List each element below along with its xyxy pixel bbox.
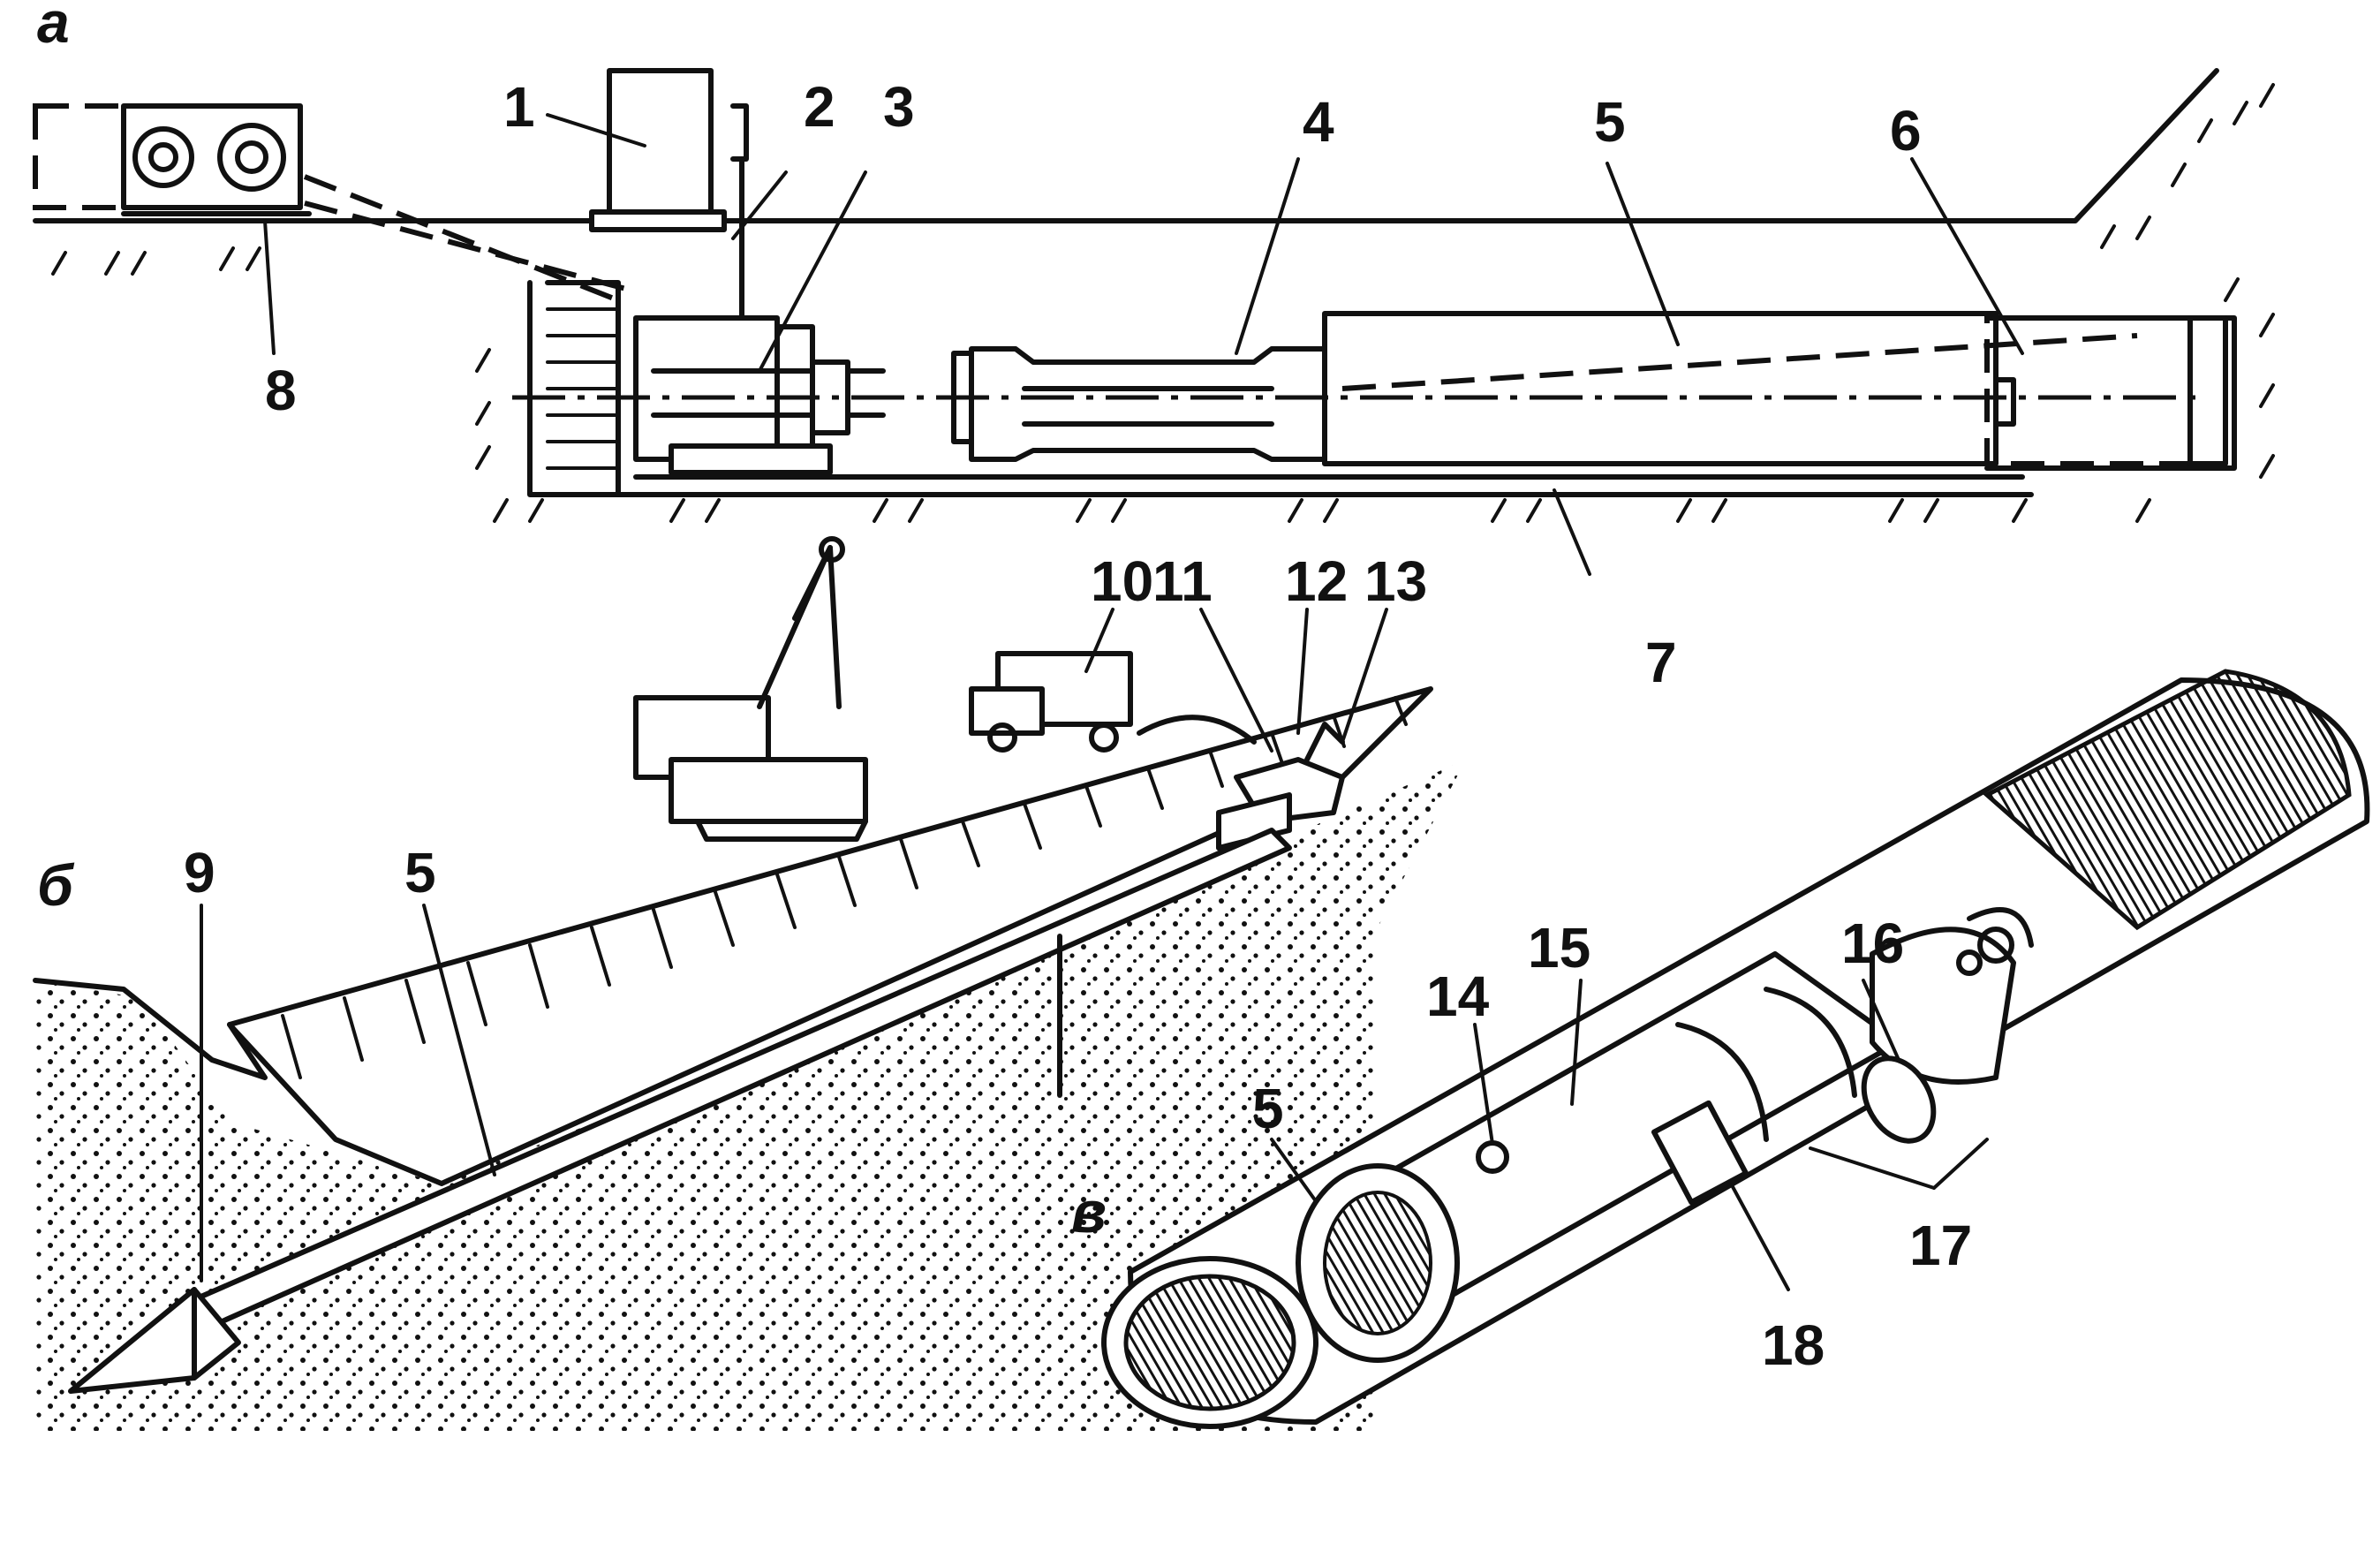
panel-b-perspective	[33, 536, 1466, 1431]
callout-1: 1	[503, 75, 535, 139]
panel-labels: а б в	[37, 0, 1107, 1244]
callout-13: 13	[1364, 549, 1427, 613]
nozzle-16	[1861, 1055, 1937, 1144]
crane-excavator	[633, 536, 868, 842]
cutting-head	[1984, 315, 2228, 466]
lining-ring	[1675, 1022, 1769, 1142]
panel-label-a: а	[37, 0, 70, 55]
winch-unit	[33, 103, 312, 216]
callout-4: 4	[1303, 90, 1334, 154]
hose-line	[1137, 715, 1257, 745]
callout-7: 7	[1645, 631, 1677, 694]
winch-cable-2	[304, 200, 637, 294]
trench-left-edge	[33, 978, 268, 1080]
pit-floor	[527, 280, 2034, 497]
slope-hachures	[281, 696, 1408, 1079]
equipment-block	[1651, 1100, 1749, 1206]
callout-10: 10	[1091, 549, 1153, 613]
panel-v-cutaway	[1101, 669, 2370, 1429]
callout-16: 16	[1841, 912, 1904, 975]
jacking-station	[633, 315, 983, 475]
ribbed-interior-far	[1983, 669, 2352, 931]
callout-12: 12	[1285, 549, 1348, 613]
lining-ring-2	[1764, 987, 1857, 1098]
callout-14: 14	[1426, 965, 1490, 1028]
pipe-axis-dashed	[1341, 333, 2138, 391]
callout-5-panel-a: 5	[1594, 90, 1626, 154]
hydraulic-jack	[969, 346, 1327, 462]
panel-v-leaders	[1270, 979, 1989, 1291]
callout-5-panel-b: 5	[404, 841, 436, 904]
trench-slope	[227, 686, 1433, 1186]
service-truck	[969, 651, 1133, 753]
callout-18: 18	[1762, 1313, 1825, 1377]
winch-cable	[303, 174, 620, 303]
panel-label-v: в	[1071, 1179, 1107, 1244]
callout-2: 2	[804, 75, 835, 139]
panel-label-b: б	[37, 852, 75, 918]
shoring-rungs	[546, 307, 620, 470]
panel-a-leaders	[263, 113, 2024, 576]
callout-5-panel-v: 5	[1252, 1077, 1284, 1140]
pipe-string	[1322, 311, 1998, 466]
callout-15: 15	[1528, 916, 1590, 980]
callout-11: 11	[1152, 549, 1213, 613]
callout-3: 3	[883, 75, 915, 139]
callout-17: 17	[1909, 1214, 1972, 1277]
panel-a-section	[33, 68, 2275, 576]
callout-6: 6	[1890, 99, 1922, 163]
shoring-wall	[545, 280, 621, 497]
callout-9: 9	[184, 841, 215, 904]
trench-machinery	[1216, 722, 1345, 851]
panel-b-leaders	[200, 608, 1388, 1282]
callout-numbers: 1 2 3 4 5 6 7 8 9 5 10 11 12 13 14 15 16…	[184, 75, 1972, 1377]
surface-hatching	[51, 83, 2275, 523]
callout-8: 8	[265, 359, 297, 422]
